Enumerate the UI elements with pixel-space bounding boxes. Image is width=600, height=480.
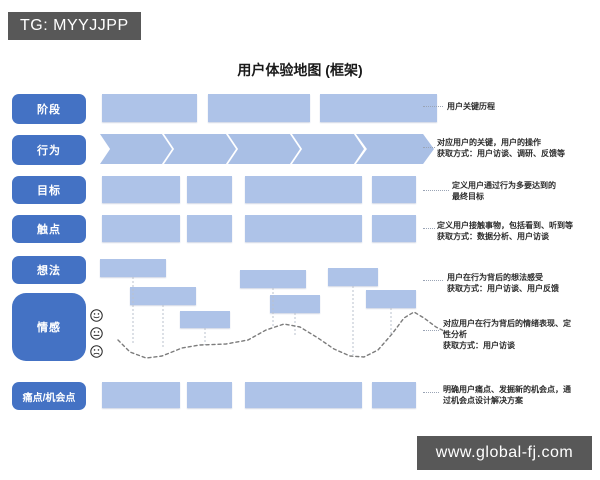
cell-painpoint-4[interactable] [372, 382, 416, 408]
cell-painpoint-1[interactable] [102, 382, 180, 408]
cell-painpoint-3[interactable] [245, 382, 362, 408]
cell-touchpoint-1[interactable] [102, 215, 180, 242]
emotion-curve [117, 311, 445, 359]
leader-line-thought [423, 280, 443, 281]
annotation-thought: 用户在行为背后的想法感受 获取方式：用户访谈、用户反馈 [447, 273, 559, 293]
cell-thought-7[interactable] [366, 290, 416, 308]
row-label-goal[interactable]: 目标 [12, 176, 86, 204]
face-sad-icon [89, 344, 104, 359]
annotation-emotion: 对应用户在行为背后的情绪表现、定 性分析 获取方式：用户访谈 [443, 319, 571, 350]
cell-goal-2[interactable] [187, 176, 232, 203]
watermark-top: TG: MYYJJPP [8, 12, 141, 40]
watermark-bottom: www.global-fj.com [417, 436, 592, 470]
annotation-goal: 定义用户通过行为多要达到的 最终目标 [452, 181, 556, 201]
cell-behavior-3[interactable] [228, 134, 300, 164]
leader-line-behavior [423, 147, 435, 148]
cell-thought-5[interactable] [270, 295, 320, 313]
row-label-emotion[interactable]: 情感 [12, 293, 86, 361]
cell-thought-6[interactable] [328, 268, 378, 286]
face-neutral-icon [89, 326, 104, 341]
row-label-stage[interactable]: 阶段 [12, 94, 86, 124]
row-label-behavior[interactable]: 行为 [12, 135, 86, 165]
annotation-painpoint: 明确用户痛点、发掘新的机会点，通 过机会点设计解决方案 [443, 385, 571, 405]
cell-stage-2[interactable] [208, 94, 310, 122]
cell-goal-3[interactable] [245, 176, 362, 203]
annotation-stage: 用户关键历程 [447, 102, 495, 111]
cell-stage-1[interactable] [102, 94, 197, 122]
cell-behavior-1[interactable] [100, 134, 172, 164]
leader-line-painpoint [423, 392, 439, 393]
cell-goal-1[interactable] [102, 176, 180, 203]
cell-stage-3[interactable] [320, 94, 437, 122]
cell-thought-3[interactable] [180, 311, 230, 328]
cell-touchpoint-2[interactable] [187, 215, 232, 242]
cell-touchpoint-3[interactable] [245, 215, 362, 242]
cell-behavior-5[interactable] [356, 134, 434, 164]
row-label-painpoint[interactable]: 痛点/机会点 [12, 382, 86, 410]
cell-behavior-4[interactable] [292, 134, 364, 164]
row-label-touchpoint[interactable]: 触点 [12, 215, 86, 243]
cell-goal-4[interactable] [372, 176, 416, 203]
cell-thought-4[interactable] [240, 270, 306, 288]
row-label-thought[interactable]: 想法 [12, 256, 86, 284]
leader-line-emotion [423, 330, 439, 331]
annotation-behavior: 对应用户的关键，用户的操作 获取方式：用户访谈、调研、反馈等 [437, 138, 565, 158]
face-happy-icon [89, 308, 104, 323]
annotation-touchpoint: 定义用户接触事物，包括看到、听到等 获取方式：数据分析、用户访谈 [437, 221, 573, 241]
cell-thought-2[interactable] [130, 287, 196, 305]
cell-touchpoint-4[interactable] [372, 215, 416, 242]
leader-line-stage [423, 106, 443, 107]
leader-line-goal [423, 190, 449, 191]
cell-thought-1[interactable] [100, 259, 166, 277]
leader-line-touchpoint [423, 228, 435, 229]
page-title: 用户体验地图 (框架) [237, 62, 363, 78]
cell-painpoint-2[interactable] [187, 382, 232, 408]
cell-behavior-2[interactable] [164, 134, 236, 164]
